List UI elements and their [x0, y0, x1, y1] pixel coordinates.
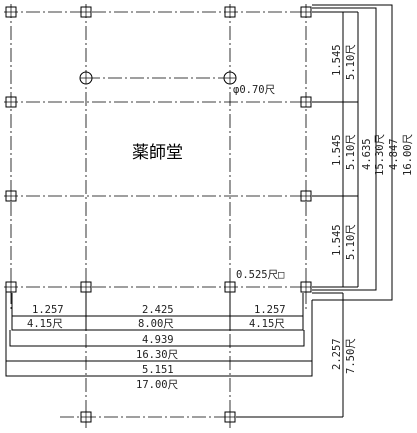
round-post	[223, 71, 237, 85]
dim-bay3-m: 1.545	[331, 224, 343, 256]
dim-mid-m: 2.425	[142, 304, 174, 316]
right-dimension-lines	[236, 4, 393, 418]
dim-bay2-shaku: 5.10尺	[345, 134, 357, 170]
column	[80, 6, 92, 18]
columns	[5, 6, 312, 423]
column	[300, 281, 312, 293]
dim-bay2-m: 1.545	[331, 134, 343, 166]
dim-overall-m: 5.151	[142, 364, 174, 376]
column	[300, 190, 312, 202]
dim-bay1-m: 1.545	[331, 44, 343, 76]
dim-left-shaku: 4.15尺	[27, 318, 63, 330]
building-name: 薬師堂	[132, 143, 183, 163]
dim-mid-shaku: 8.00尺	[138, 318, 174, 330]
post-diameter-label: φ0.70尺	[233, 84, 276, 96]
dim-porch-shaku: 7.50尺	[345, 338, 357, 374]
dim-bay3-shaku: 5.10尺	[345, 224, 357, 260]
column	[224, 6, 236, 18]
dim-total-m: 4.939	[142, 334, 174, 346]
column	[5, 281, 17, 293]
column	[224, 281, 236, 293]
dim-right-overall-m: 4.847	[388, 138, 400, 170]
column	[5, 190, 17, 202]
column-size-label: 0.525尺□	[236, 269, 285, 281]
dim-right-total-shaku: 15.30尺	[374, 133, 386, 176]
dim-bay1-shaku: 5.10尺	[345, 44, 357, 80]
dim-right-m: 1.257	[254, 304, 286, 316]
column	[80, 411, 92, 423]
column	[300, 6, 312, 18]
column	[5, 6, 17, 18]
dim-right-shaku: 4.15尺	[249, 318, 285, 330]
dim-right-overall-shaku: 16.00尺	[402, 133, 414, 176]
bottom-dimension-lines	[5, 290, 313, 377]
round-post	[79, 71, 93, 85]
column	[5, 96, 17, 108]
column	[80, 281, 92, 293]
dim-porch-m: 2.257	[331, 338, 343, 370]
dim-left-m: 1.257	[32, 304, 64, 316]
column	[224, 411, 236, 423]
dim-right-total-m: 4.635	[361, 138, 373, 170]
column	[300, 96, 312, 108]
dim-total-shaku: 16.30尺	[136, 349, 179, 361]
dim-overall-shaku: 17.00尺	[136, 379, 179, 391]
